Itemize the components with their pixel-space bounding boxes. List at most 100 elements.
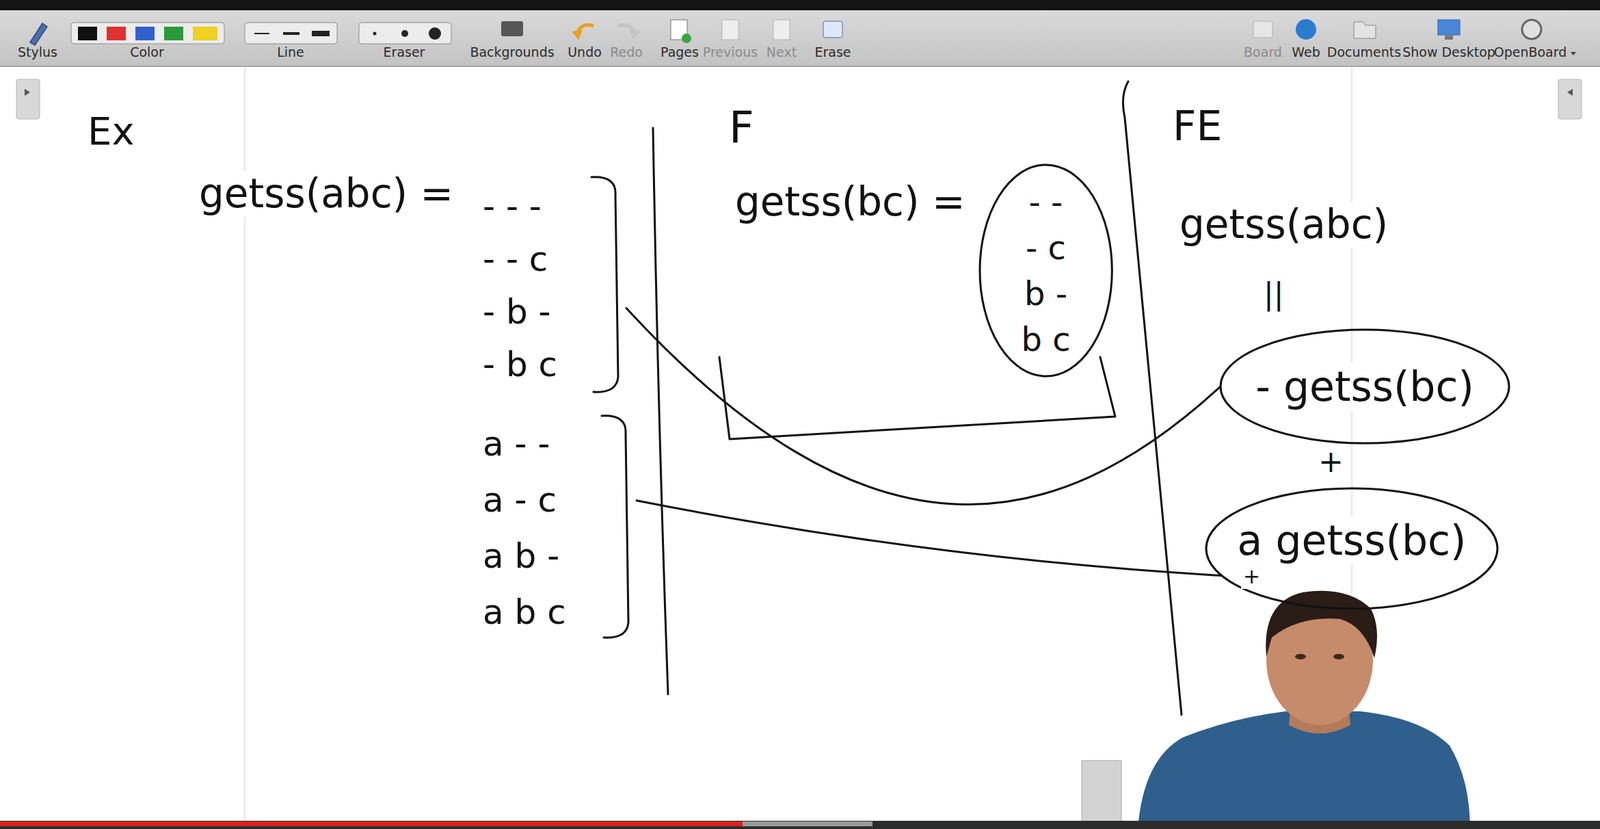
- toolbar-label: Line: [276, 45, 305, 61]
- buffer-bar: [742, 821, 873, 826]
- underline-bracket: [719, 356, 1116, 439]
- toolbar-label: Redo: [609, 45, 643, 61]
- bracket-outline: [591, 177, 619, 392]
- example-heading: Ex: [85, 109, 137, 154]
- tab-arrow: [1567, 88, 1573, 96]
- toolbar-label: Pages: [660, 45, 699, 61]
- equals-mark: ||: [1261, 276, 1287, 312]
- dropdown-arrow: [1570, 51, 1577, 56]
- pages-icon-plus: [681, 33, 692, 44]
- plus-sign: +: [1316, 444, 1346, 480]
- video-bar: [0, 820, 1600, 829]
- call-expression: a getss(bc): [1236, 516, 1469, 565]
- toolbar: [0, 10, 1600, 67]
- subset-item: a b -: [481, 527, 561, 584]
- eraser-size-sample: [373, 32, 377, 36]
- ellipse-outline: [1206, 488, 1498, 609]
- show-desktop-stand: [1444, 35, 1453, 40]
- column-heading: F: [726, 102, 757, 154]
- connector-curve: [626, 308, 1221, 505]
- subset-item: - c: [1024, 224, 1068, 271]
- stylus-icon: [30, 23, 48, 46]
- function-call: getss(abc) =: [196, 170, 456, 217]
- toolbar-label: Eraser: [383, 45, 426, 61]
- presenter-eye: [1295, 653, 1306, 660]
- plus-sign: +: [1241, 564, 1263, 589]
- function-call: getss(abc): [1177, 201, 1391, 248]
- color-swatch: [135, 26, 155, 41]
- bracket-outline: [601, 415, 629, 638]
- line-frame: [244, 22, 338, 44]
- bracket-group: - - -- - c- b -- b c: [471, 174, 623, 398]
- tab-arrow: [24, 88, 31, 96]
- column-divider: [1122, 81, 1182, 715]
- toolbar-label: Documents: [1327, 45, 1402, 61]
- function-call: getss(bc) =: [732, 179, 968, 225]
- recursive-call-ellipse: - getss(bc): [1219, 328, 1511, 445]
- toolbar-label: OpenBoard: [1494, 45, 1568, 61]
- backgrounds-icon: [501, 21, 524, 37]
- progress-bar: [0, 821, 743, 826]
- subset-item: - b -: [481, 285, 553, 339]
- subset-item: a b c: [481, 583, 568, 640]
- eraser-size-sample: [428, 27, 442, 40]
- node-body: a - -a - ca b -a b c: [471, 412, 633, 643]
- column-divider: [652, 127, 669, 695]
- result-ellipse: - -- cb -b c: [978, 163, 1114, 378]
- color-swatch: [164, 26, 184, 41]
- presenter-eye: [1333, 653, 1345, 660]
- redo-icon-head: [629, 30, 640, 40]
- toolbar-label: Stylus: [17, 45, 58, 61]
- eraser-frame: [358, 22, 452, 44]
- erase-icon: [823, 21, 843, 38]
- show-desktop-icon: [1437, 19, 1460, 35]
- toolbar-border: [0, 65, 1600, 68]
- chair: [1081, 760, 1122, 829]
- toolbar-label: Board: [1243, 45, 1283, 61]
- line-width-sample: [283, 32, 300, 35]
- documents-icon: [1353, 21, 1376, 39]
- toolbar-label: Next: [766, 45, 797, 61]
- recursive-call-ellipse: a getss(bc): [1204, 486, 1499, 610]
- node-body: - -- cb -b c: [978, 163, 1114, 378]
- subset-item: a - c: [481, 471, 558, 528]
- node-body: - - -- - c- b -- b c: [471, 174, 623, 398]
- web-icon: [1295, 19, 1317, 40]
- color-frame: [71, 22, 225, 44]
- color-swatch: [77, 26, 98, 41]
- call-expression: - getss(bc): [1254, 362, 1476, 411]
- left-side-tab: [16, 79, 40, 119]
- openboard-icon: [1522, 19, 1542, 39]
- ellipse-outline: [1220, 329, 1510, 444]
- eraser-size-sample: [401, 30, 409, 37]
- previous-icon: [722, 19, 739, 40]
- subset-item: b c: [1019, 316, 1072, 363]
- column-heading: FE: [1170, 102, 1224, 150]
- toolbar-label: Erase: [814, 45, 851, 61]
- right-side-tab: [1558, 79, 1582, 119]
- toolbar-label: Web: [1291, 45, 1320, 61]
- next-icon: [773, 19, 790, 40]
- subset-item: - -: [1027, 179, 1065, 225]
- line-width-sample: [254, 32, 270, 35]
- color-swatch: [106, 26, 126, 41]
- ellipse-outline: [979, 164, 1112, 377]
- board-icon: [1253, 21, 1273, 38]
- toolbar-label: Backgrounds: [469, 45, 554, 61]
- subset-item: b -: [1022, 270, 1069, 317]
- subset-item: - - c: [481, 233, 550, 286]
- toolbar-label: Undo: [567, 45, 602, 61]
- subset-item: a - -: [481, 415, 552, 472]
- node-body: - getss(bc): [1219, 328, 1511, 445]
- bracket-group: a - -a - ca b -a b c: [471, 412, 633, 643]
- subset-item: - - -: [481, 180, 543, 234]
- toolbar-label: Show Desktop: [1402, 45, 1496, 61]
- node-body: a getss(bc): [1204, 486, 1499, 610]
- subset-item: - b c: [481, 338, 559, 392]
- connector-curve: [636, 500, 1222, 576]
